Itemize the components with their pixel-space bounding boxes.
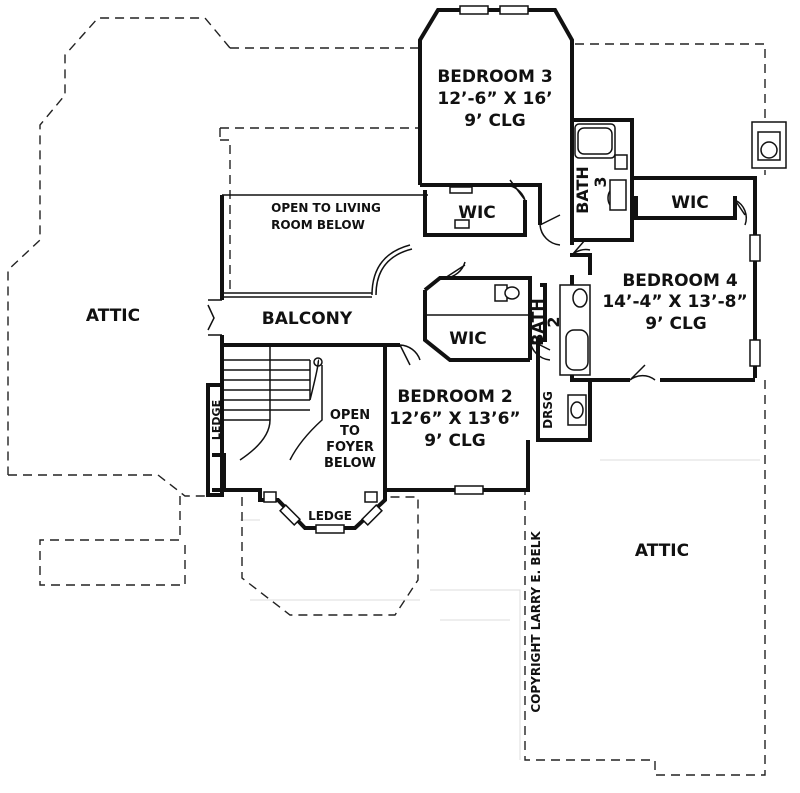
open-to-living-line1: OPEN TO LIVING — [271, 201, 381, 215]
open-to-living-line2: ROOM BELOW — [271, 218, 365, 232]
open-to-foyer-line1: OPEN — [330, 408, 370, 423]
bedroom4-ceiling: 9’ CLG — [645, 314, 706, 334]
bedroom2-size: 12’6” X 13’6” — [389, 409, 520, 429]
ledge-bottom: LEDGE — [308, 509, 352, 523]
open-to-foyer-line4: BELOW — [324, 456, 376, 471]
wic-bedroom3: WIC — [458, 203, 496, 223]
bedroom2-ceiling: 9’ CLG — [424, 431, 485, 451]
copyright-text: COPYRIGHT LARRY E. BELK — [529, 531, 543, 713]
bedroom4-name: BEDROOM 4 — [622, 271, 738, 291]
chimney — [751, 121, 787, 169]
wic-bedroom4: WIC — [671, 193, 709, 213]
attic-left: ATTIC — [86, 306, 140, 326]
faint-background-lines — [240, 459, 760, 760]
bath3-number: 3 — [591, 176, 610, 187]
windows — [263, 5, 761, 534]
ledge-left: LEDGE — [210, 400, 223, 440]
open-to-foyer-line2: TO — [340, 424, 360, 439]
room-labels: BEDROOM 3 12’-6” X 16’ 9’ CLG WIC BATH 3… — [86, 67, 748, 713]
open-to-foyer-line3: FOYER — [326, 440, 374, 455]
bedroom3-name: BEDROOM 3 — [437, 67, 552, 87]
bedroom4-size: 14’-4” X 13’-8” — [602, 292, 747, 312]
wic-bedroom2: WIC — [449, 329, 487, 349]
bath-fixtures — [449, 123, 628, 426]
bedroom3-ceiling: 9’ CLG — [464, 111, 525, 131]
balcony-label: BALCONY — [262, 309, 353, 329]
drsg-label: DRSG — [541, 391, 555, 429]
bedroom3-size: 12’-6” X 16’ — [437, 89, 552, 109]
attic-right: ATTIC — [635, 541, 689, 561]
bath2-word: BATH — [528, 298, 547, 346]
attic-outline — [7, 17, 766, 776]
doors — [399, 179, 748, 381]
bedroom2-name: BEDROOM 2 — [397, 387, 512, 407]
walls — [206, 8, 757, 530]
bath2-number: 2 — [544, 316, 563, 327]
bath3-word: BATH — [573, 166, 592, 214]
